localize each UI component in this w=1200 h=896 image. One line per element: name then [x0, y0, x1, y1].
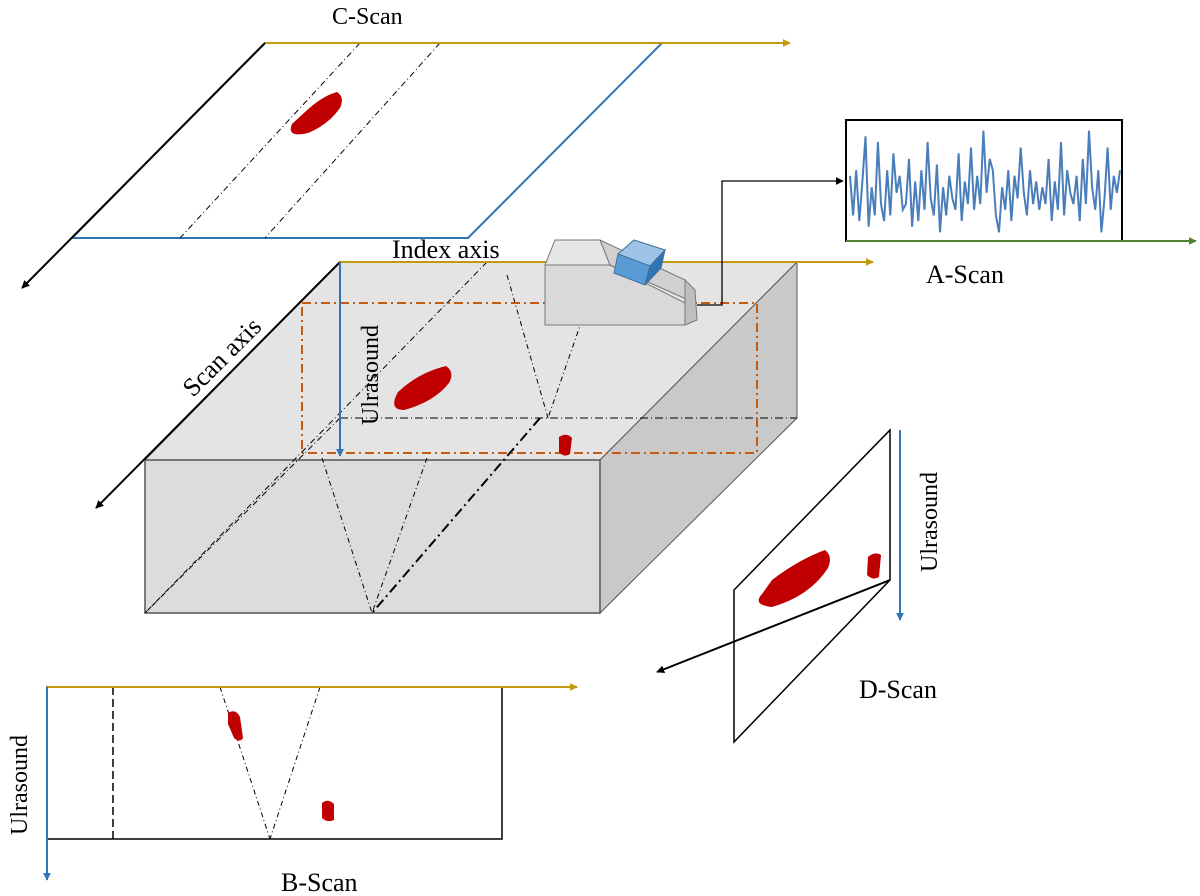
b-scan-plane: Ulrasound B-Scan	[7, 683, 578, 896]
probe-side-face	[684, 278, 698, 326]
block-guide-line	[321, 457, 373, 614]
b-scan-beam-line	[269, 686, 321, 840]
block-defect-large	[394, 366, 452, 410]
block-guide-line	[506, 274, 549, 419]
a-scan-label: A-Scan	[926, 260, 1004, 289]
c-scan-label: C-Scan	[332, 4, 403, 30]
c-scan-guide-line	[179, 42, 361, 239]
probe-to-a-scan-connector	[697, 177, 844, 306]
block-guide-line	[371, 417, 541, 614]
d-scan-plane: Ulrasound D-Scan	[656, 428, 943, 744]
test-block: Index axis Scan axis Ulrasound	[95, 235, 874, 615]
d-scan-defect-small	[867, 553, 881, 579]
c-scan-guide-line	[264, 42, 441, 239]
block-front-face	[144, 459, 601, 614]
probe-crystal-side	[644, 248, 666, 286]
b-scan-defect-upper	[228, 711, 243, 741]
d-scan-label: D-Scan	[859, 675, 937, 704]
b-scan-ultrasound-label: Ulrasound	[7, 735, 33, 835]
d-scan-defect-large	[758, 550, 830, 607]
block-guide-line	[144, 261, 488, 614]
block-guide-line	[371, 457, 428, 614]
c-scan-plane: C-Scan	[21, 4, 791, 289]
c-scan-defect	[290, 92, 342, 135]
c-scan-scan-arrow	[21, 42, 266, 289]
b-scan-defect-lower	[322, 800, 334, 822]
c-scan-border	[69, 42, 665, 239]
scan-axis-arrow	[95, 261, 341, 509]
a-scan-panel: A-Scan	[845, 119, 1197, 289]
probe-top-face	[544, 239, 611, 266]
block-defect-small	[559, 434, 572, 456]
b-scan-border	[46, 686, 503, 840]
ultrasound-block-label: Ulrasound	[358, 325, 384, 425]
d-scan-scan-arrow	[656, 579, 891, 674]
b-scan-label: B-Scan	[281, 868, 358, 896]
index-axis-label: Index axis	[392, 235, 500, 264]
inspection-window	[301, 302, 758, 454]
block-guide-line	[547, 319, 583, 419]
b-scan-beam-line	[219, 686, 271, 840]
a-scan-signal	[849, 130, 1121, 233]
d-scan-ultrasound-label: Ulrasound	[917, 472, 943, 572]
ultrasonic-probe	[544, 177, 844, 326]
